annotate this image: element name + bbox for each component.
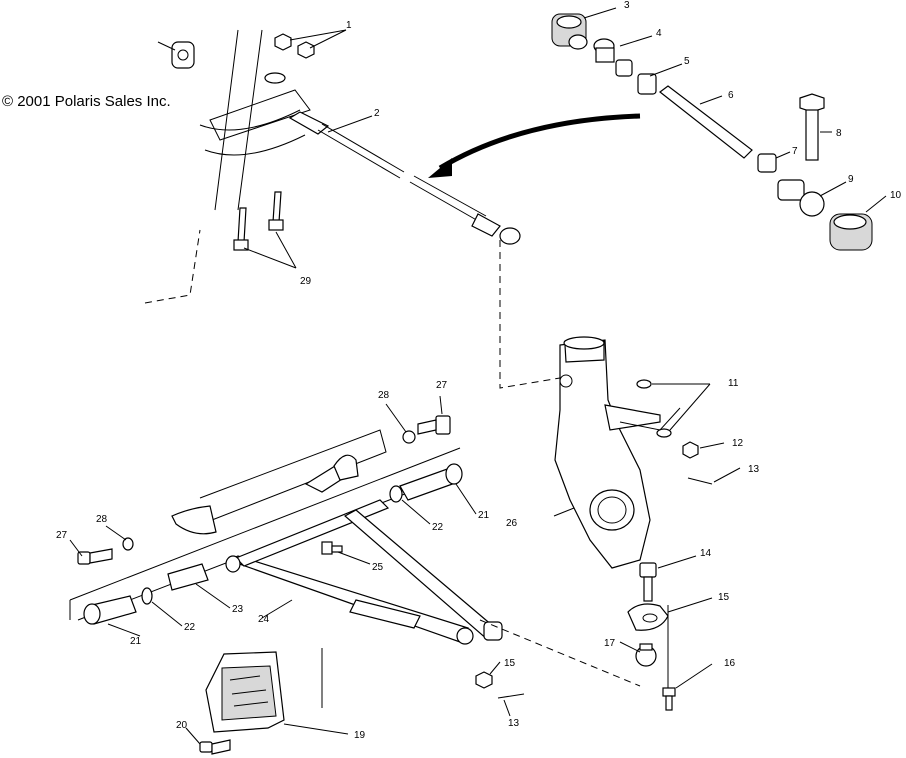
- cotter-pin-13-upper: [687, 477, 713, 485]
- callout-12: 12: [732, 438, 744, 449]
- rod-end-9: [777, 179, 825, 217]
- callout-28-upper: 28: [378, 390, 390, 401]
- bolt-20: [199, 739, 231, 755]
- tie-rod-end-upper-left: [157, 41, 195, 69]
- pivot-bolt-21-lower: [83, 595, 137, 625]
- washer-22-lower: [141, 587, 153, 605]
- callout-15: 15: [718, 592, 730, 603]
- callout-9: 9: [848, 174, 854, 185]
- callout-4: 4: [656, 28, 662, 39]
- leader-lines: [69, 7, 887, 745]
- bolt-27-upper: [417, 415, 451, 435]
- callout-23: 23: [232, 604, 244, 615]
- callout-13-upper: 13: [748, 464, 760, 475]
- callout-22-lower: 22: [184, 622, 196, 633]
- callout-5: 5: [684, 56, 690, 67]
- ball-joint-17: [635, 643, 657, 667]
- cotter-pin-13-lower: [497, 693, 525, 699]
- callout-27-upper: 27: [436, 380, 448, 391]
- callout-19: 19: [354, 730, 366, 741]
- callout-18: 15: [504, 658, 516, 669]
- callout-28-lower: 28: [96, 514, 108, 525]
- callout-29: 29: [300, 276, 312, 287]
- callout-24: 24: [258, 614, 270, 625]
- washer-28-lower: [122, 537, 134, 551]
- washer-22-upper: [389, 485, 403, 503]
- washer-28-upper: [402, 430, 416, 444]
- arrow-head: [428, 158, 452, 178]
- nut-18: [475, 671, 493, 689]
- frame-upright-tube: [199, 29, 311, 211]
- bolts-29: [233, 191, 284, 251]
- tie-rod-2: [288, 111, 521, 245]
- plate-15-hole: [642, 613, 658, 623]
- callout-6: 6: [728, 90, 734, 101]
- callout-27-lower: 27: [56, 530, 68, 541]
- rod-end-4: [593, 38, 615, 63]
- plate-15: [627, 603, 669, 631]
- callout-3: 3: [624, 0, 630, 11]
- direction-arrow: [438, 113, 641, 171]
- callout-8: 8: [836, 128, 842, 139]
- callout-11: 11: [728, 378, 739, 389]
- bolt-8: [799, 93, 825, 161]
- rod-end-bushing-3: [551, 13, 588, 50]
- callout-20: 20: [176, 720, 188, 731]
- pivot-bolt-21-upper: [399, 463, 463, 501]
- callout-7: 7: [792, 146, 798, 157]
- copyright-text: © 2001 Polaris Sales Inc.: [2, 93, 171, 110]
- bolt-14: [639, 562, 657, 602]
- callout-17: 17: [604, 638, 616, 649]
- callout-21-upper: 21: [478, 510, 490, 521]
- jam-nut-7: [757, 153, 777, 173]
- jam-nut-5: [615, 59, 657, 95]
- callout-13-lower: 13: [508, 718, 520, 729]
- callout-25: 25: [372, 562, 384, 573]
- tie-rod-leader-dashed: [499, 240, 561, 389]
- skid-plate-19: [205, 651, 285, 733]
- spindle-26: [554, 336, 661, 569]
- nut-12: [682, 441, 699, 459]
- frame-break-line: [144, 229, 201, 304]
- callout-22-upper: 22: [432, 522, 444, 533]
- bushing-10: [829, 213, 873, 251]
- callout-14: 14: [700, 548, 712, 559]
- pivot-tube-23: [167, 563, 209, 591]
- washer-11-upper: [636, 379, 652, 389]
- grease-fitting-25: [321, 541, 343, 555]
- washer-11-lower: [656, 428, 672, 438]
- callout-10: 10: [890, 190, 902, 201]
- callout-16: 16: [724, 658, 736, 669]
- callout-21-lower: 21: [130, 636, 142, 647]
- tie-rod-sleeve-6: [659, 85, 753, 159]
- ball-joint-leader-dashed: [479, 619, 641, 687]
- bolt-16: [662, 687, 676, 711]
- bolt-27-lower: [77, 548, 113, 565]
- callout-1: 1: [346, 20, 352, 31]
- frame-rail-left: [69, 429, 463, 621]
- callout-26: 26: [506, 518, 518, 529]
- a-arm-24: [225, 499, 503, 645]
- callout-2: 2: [374, 108, 380, 119]
- nut-pair-1: [274, 33, 315, 59]
